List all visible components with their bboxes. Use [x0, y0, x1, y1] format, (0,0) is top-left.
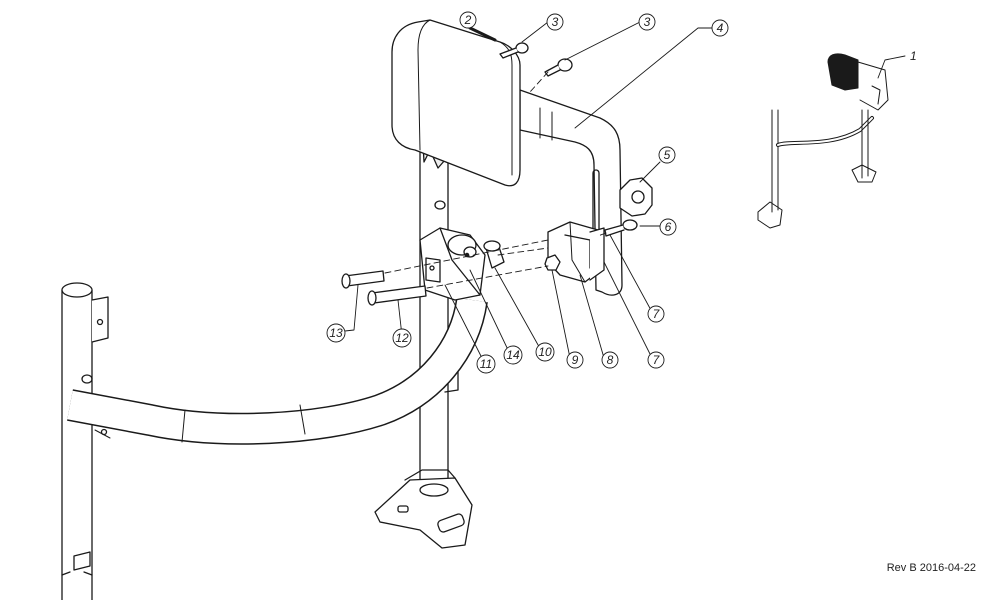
spacer-sleeve — [483, 240, 505, 269]
curved-armrest-tube — [67, 297, 488, 445]
callout-4: 4 — [717, 21, 724, 35]
callout-labels: 1 2 3 3 4 5 6 7 7 — [326, 11, 917, 374]
swivel-clamp — [419, 227, 486, 301]
callout-14: 14 — [506, 348, 520, 362]
callout-9: 9 — [572, 353, 579, 367]
clamp-block — [547, 221, 605, 283]
callout-3: 3 — [644, 15, 651, 29]
lock-nut — [544, 254, 561, 271]
callout-13: 13 — [329, 326, 343, 340]
callout-1: 1 — [910, 49, 917, 63]
callout-12: 12 — [395, 331, 409, 345]
screw — [544, 58, 573, 77]
assembled-thumbnail — [757, 53, 889, 229]
callout-10: 10 — [538, 345, 552, 359]
callout-7: 7 — [653, 307, 661, 321]
screw — [499, 42, 529, 59]
callout-5: 5 — [664, 148, 671, 162]
callout-6: 6 — [665, 220, 672, 234]
callout-11: 11 — [480, 357, 492, 371]
revision-label: Rev B 2016-04-22 — [886, 562, 976, 574]
left-upright-tube — [61, 282, 109, 600]
bolt — [604, 219, 638, 237]
armpad — [391, 19, 521, 187]
callout-3: 3 — [552, 15, 559, 29]
bottom-mounting-bracket — [374, 469, 473, 549]
short-pin — [341, 270, 385, 289]
long-pin — [367, 285, 427, 306]
star-knob — [619, 177, 653, 217]
callout-8: 8 — [607, 353, 614, 367]
callout-7: 7 — [653, 353, 661, 367]
callout-2: 2 — [464, 13, 472, 27]
assembly-guide-lines — [384, 71, 607, 289]
